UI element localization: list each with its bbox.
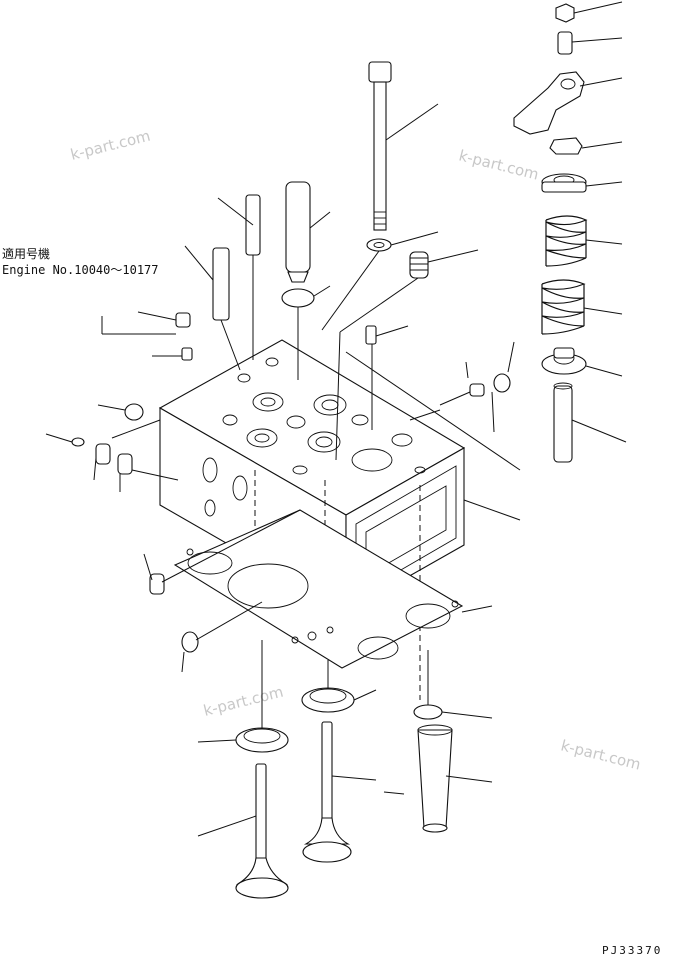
sleeve-icon xyxy=(335,249,521,471)
valve-seat-icon xyxy=(197,687,493,753)
valve-guide-icon xyxy=(417,724,493,833)
valve-icon xyxy=(197,721,405,899)
rocker-arm-icon xyxy=(513,1,623,155)
watermark-2: k-part.com xyxy=(457,146,541,183)
plug-icon xyxy=(439,341,515,433)
drawing-code: PJ33370 xyxy=(602,944,663,957)
valve-guide-icon xyxy=(553,382,627,463)
applicability-jp-label: 適用号機 xyxy=(2,247,51,261)
plug-icon xyxy=(45,311,301,673)
head-gasket-icon xyxy=(173,509,464,669)
applicability-engine-range: Engine No.10040～10177 xyxy=(2,263,159,277)
watermark-3: k-part.com xyxy=(202,683,286,720)
valve-spring-icon xyxy=(541,173,623,377)
sleeve-icon xyxy=(184,181,331,321)
watermark-1: k-part.com xyxy=(69,127,153,164)
watermark-4: k-part.com xyxy=(559,736,643,773)
head-bolt-icon xyxy=(366,61,439,252)
